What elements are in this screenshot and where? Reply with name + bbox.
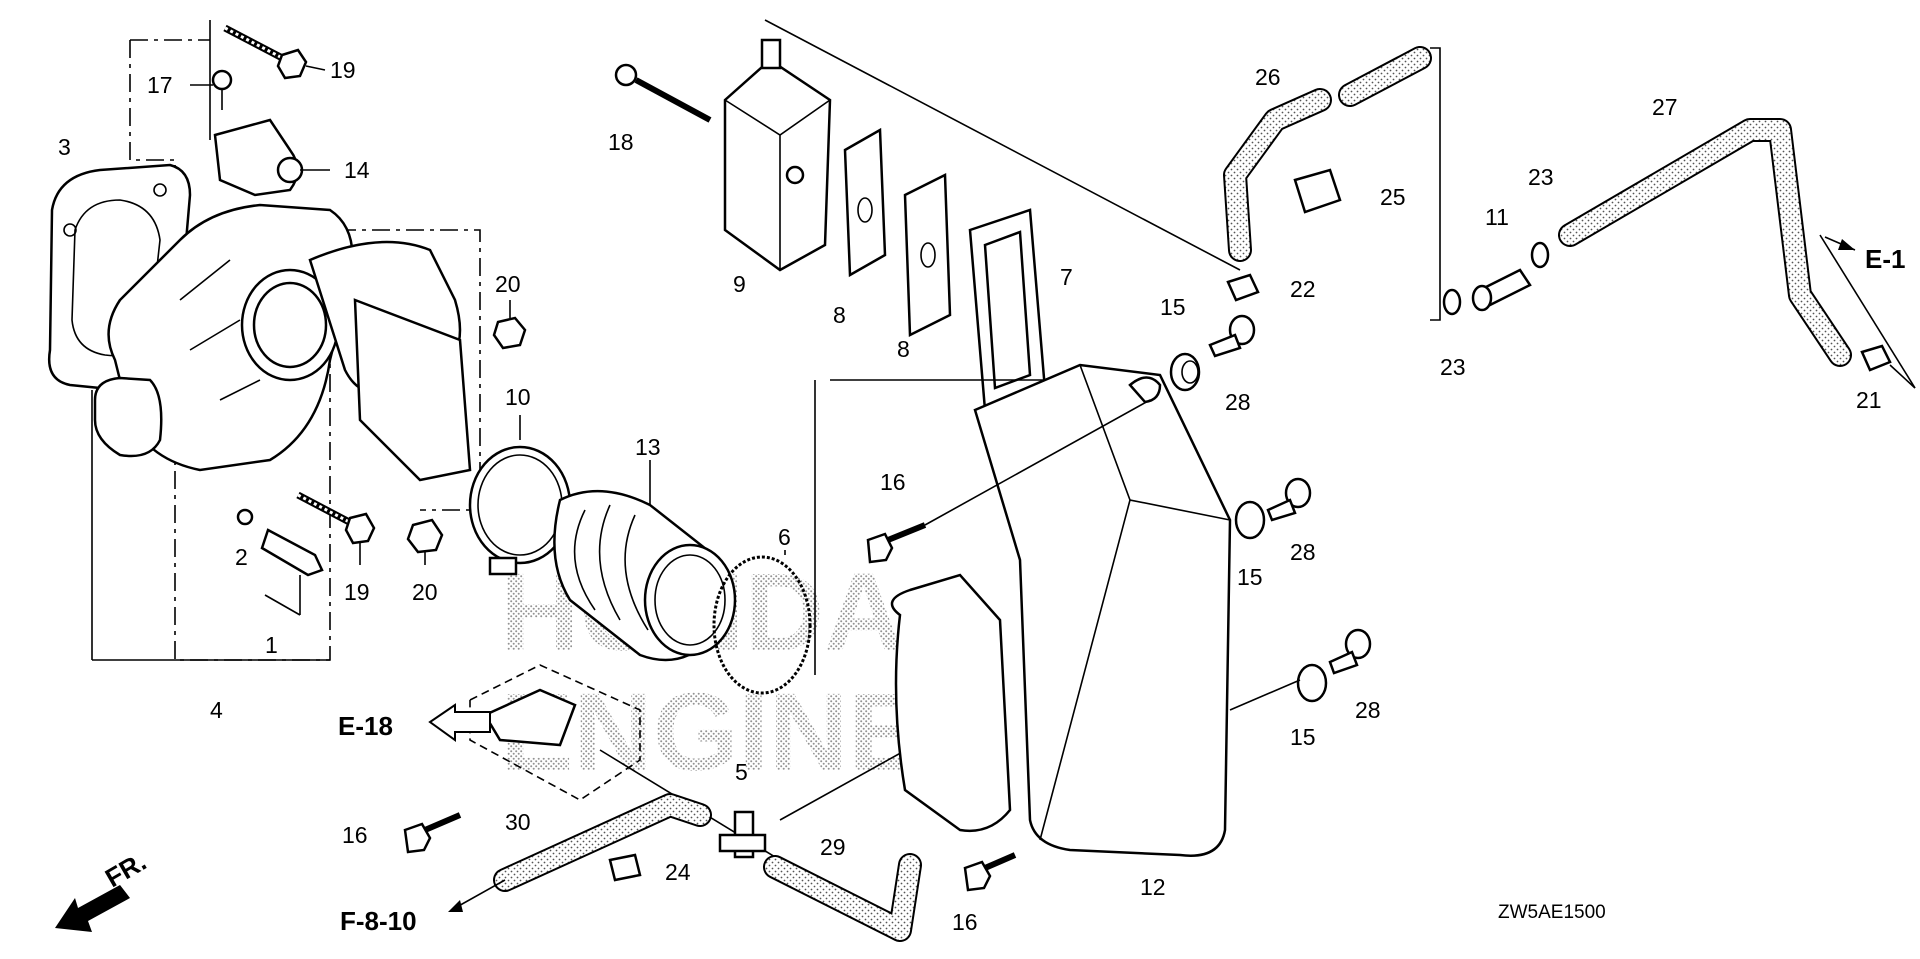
callout-13: 13 xyxy=(635,434,661,460)
leader xyxy=(1889,364,1916,389)
callout-12: 12 xyxy=(1140,874,1166,900)
callout-23b: 23 xyxy=(1440,354,1466,380)
callout-14: 14 xyxy=(344,157,370,183)
hose-27 xyxy=(1558,118,1852,367)
front-arrow xyxy=(55,885,130,932)
bolt-16-a xyxy=(866,399,1151,564)
watermark-line-2: ENGINE xyxy=(500,671,922,794)
t-joint-5 xyxy=(718,810,767,859)
bolt-16-b xyxy=(403,812,462,854)
callout-16c: 16 xyxy=(952,909,978,935)
callout-26: 26 xyxy=(1255,64,1281,90)
bolt-28-a xyxy=(1208,314,1256,358)
bolt-28-c xyxy=(1328,628,1372,675)
callout-28b: 28 xyxy=(1290,539,1316,565)
hose-30 xyxy=(493,793,712,892)
callout-7: 7 xyxy=(1060,264,1073,290)
callout-20a: 20 xyxy=(495,271,521,297)
callout-10: 10 xyxy=(505,384,531,410)
clamp-21 xyxy=(1860,344,1892,372)
air-cleaner-case-12 xyxy=(890,363,1232,857)
callout-15c: 15 xyxy=(1290,724,1316,750)
foam-pad-8a xyxy=(843,127,887,278)
foam-pad-8b xyxy=(903,173,952,337)
callout-17: 17 xyxy=(147,72,173,98)
ref-front: FR. xyxy=(100,846,151,893)
leader xyxy=(1229,679,1301,711)
hose-29 xyxy=(763,853,922,942)
bolt-18 xyxy=(614,63,712,123)
callout-16a: 16 xyxy=(880,469,906,495)
resonator-9 xyxy=(723,38,832,272)
clip-23-b xyxy=(1442,288,1462,316)
o-ring-6 xyxy=(712,550,812,695)
bolt-19-top xyxy=(223,24,326,80)
screw-2 xyxy=(236,508,324,616)
leader xyxy=(1819,234,1916,389)
callout-1: 1 xyxy=(265,632,278,658)
ref-e1: E-1 xyxy=(1865,244,1905,274)
callout-30: 30 xyxy=(505,809,531,835)
bolt-16-c xyxy=(963,852,1017,892)
callout-8b: 8 xyxy=(897,336,910,362)
callout-24: 24 xyxy=(665,859,691,885)
bracket-right xyxy=(1430,47,1441,321)
arrow-f810 xyxy=(448,879,506,912)
callout-6: 6 xyxy=(778,524,791,550)
hose-26 xyxy=(1223,46,1432,262)
clamp-22 xyxy=(1226,273,1260,302)
clip-24 xyxy=(608,853,642,882)
sensor-14 xyxy=(213,118,330,197)
ref-f810: F-8-10 xyxy=(340,906,417,936)
diagram-code: ZW5AE1500 xyxy=(1498,902,1606,923)
callout-4: 4 xyxy=(210,697,223,723)
callout-18: 18 xyxy=(608,129,634,155)
callout-21: 21 xyxy=(1856,387,1882,413)
bolt-28-b xyxy=(1266,477,1312,522)
callout-27: 27 xyxy=(1652,94,1678,120)
callout-8a: 8 xyxy=(833,302,846,328)
breather-bracket xyxy=(469,664,641,801)
callout-11: 11 xyxy=(1485,204,1509,230)
arrow-e18 xyxy=(428,703,491,742)
grommet-15-c xyxy=(1296,663,1328,703)
leader xyxy=(764,19,1241,271)
gasket-7 xyxy=(968,208,1047,412)
nut-20-upper xyxy=(492,300,527,350)
callout-28c: 28 xyxy=(1355,697,1381,723)
callout-5: 5 xyxy=(735,759,748,785)
grommet-15-a xyxy=(1169,352,1201,392)
callout-19a: 19 xyxy=(330,57,356,83)
fitting-11 xyxy=(1471,268,1532,312)
arrow-e1 xyxy=(1824,236,1856,251)
clip-25 xyxy=(1293,168,1342,214)
callout-19b: 19 xyxy=(344,579,370,605)
callout-15a: 15 xyxy=(1160,294,1186,320)
callout-labels: 1 2 3 4 5 6 7 8 8 9 10 11 12 13 14 15 15… xyxy=(58,57,1905,936)
callout-2: 2 xyxy=(235,544,248,570)
grommet-15-b xyxy=(1234,500,1266,540)
throttle-body xyxy=(93,203,472,482)
callout-20b: 20 xyxy=(412,579,438,605)
callout-15b: 15 xyxy=(1237,564,1263,590)
callout-22: 22 xyxy=(1290,276,1316,302)
callout-23a: 23 xyxy=(1528,164,1554,190)
bolt-19-lower xyxy=(296,491,376,565)
air-tube-13 xyxy=(553,460,737,662)
callout-29: 29 xyxy=(820,834,846,860)
ref-e18: E-18 xyxy=(338,711,393,741)
callout-16b: 16 xyxy=(342,822,368,848)
screw-17 xyxy=(190,69,233,110)
nut-20-lower xyxy=(406,518,444,565)
clip-23-a xyxy=(1530,241,1550,269)
callout-25: 25 xyxy=(1380,184,1406,210)
callout-3: 3 xyxy=(58,134,71,160)
callout-9: 9 xyxy=(733,271,746,297)
callout-28a: 28 xyxy=(1225,389,1251,415)
